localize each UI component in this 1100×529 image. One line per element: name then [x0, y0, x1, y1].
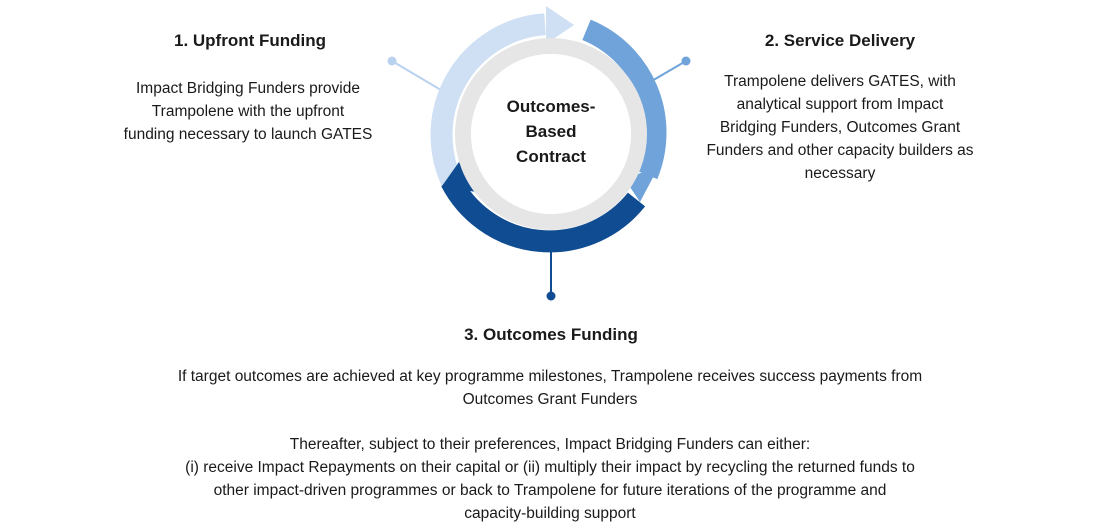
connector-dot-step-1 [387, 56, 397, 66]
step-1-description: Impact Bridging Funders provide Trampole… [98, 77, 398, 146]
arc-service-delivery [582, 19, 667, 180]
step-2-line: analytical support from Impact [736, 96, 944, 113]
connector-step-1 [391, 60, 447, 94]
step-2-title: 2. Service Delivery [764, 31, 916, 50]
inner-ring [455, 38, 647, 230]
step-3-title: 3. Outcomes Funding [464, 325, 638, 344]
step-3-line: (i) receive Impact Repayments on their c… [185, 459, 915, 476]
step-1-line: Impact Bridging Funders provide [135, 80, 360, 97]
step-2-description: Trampolene delivers GATES, with analytic… [690, 70, 990, 185]
connector-dot-step-3 [546, 291, 556, 301]
step-3-line: Thereafter, subject to their preferences… [289, 436, 811, 453]
connector-step-2 [649, 60, 687, 83]
arc-outcomes-funding [441, 175, 646, 253]
step-2-line: Funders and other capacity builders as [706, 142, 974, 159]
step-1-line: Trampolene with the upfront [151, 103, 345, 120]
center-label: Outcomes- Based Contract [476, 94, 626, 169]
arc-upfront-funding [430, 13, 546, 192]
arrowhead-outcomes-funding [442, 162, 476, 192]
step-3-line: other impact-driven programmes or back t… [213, 482, 887, 499]
step-1-title: 1. Upfront Funding [173, 31, 327, 50]
step-1-line: funding necessary to launch GATES [123, 126, 373, 143]
step-2-line: Bridging Funders, Outcomes Grant [719, 119, 961, 136]
center-label-line: Contract [516, 147, 586, 166]
step-3-description-continued: Thereafter, subject to their preferences… [130, 433, 970, 525]
step-2-line: Trampolene delivers GATES, with [724, 73, 956, 90]
connector-dot-step-2 [681, 56, 691, 66]
center-label-line: Outcomes- [506, 97, 596, 116]
step-3-line: If target outcomes are achieved at key p… [177, 368, 923, 385]
arrowhead-upfront-funding [546, 6, 574, 44]
step-3-description: If target outcomes are achieved at key p… [130, 365, 970, 411]
center-label-line: Based [525, 122, 577, 141]
center-disc [471, 54, 631, 214]
step-2-line: necessary [804, 165, 876, 182]
step-3-line: capacity-building support [464, 505, 636, 522]
step-3-line: Outcomes Grant Funders [462, 391, 638, 408]
